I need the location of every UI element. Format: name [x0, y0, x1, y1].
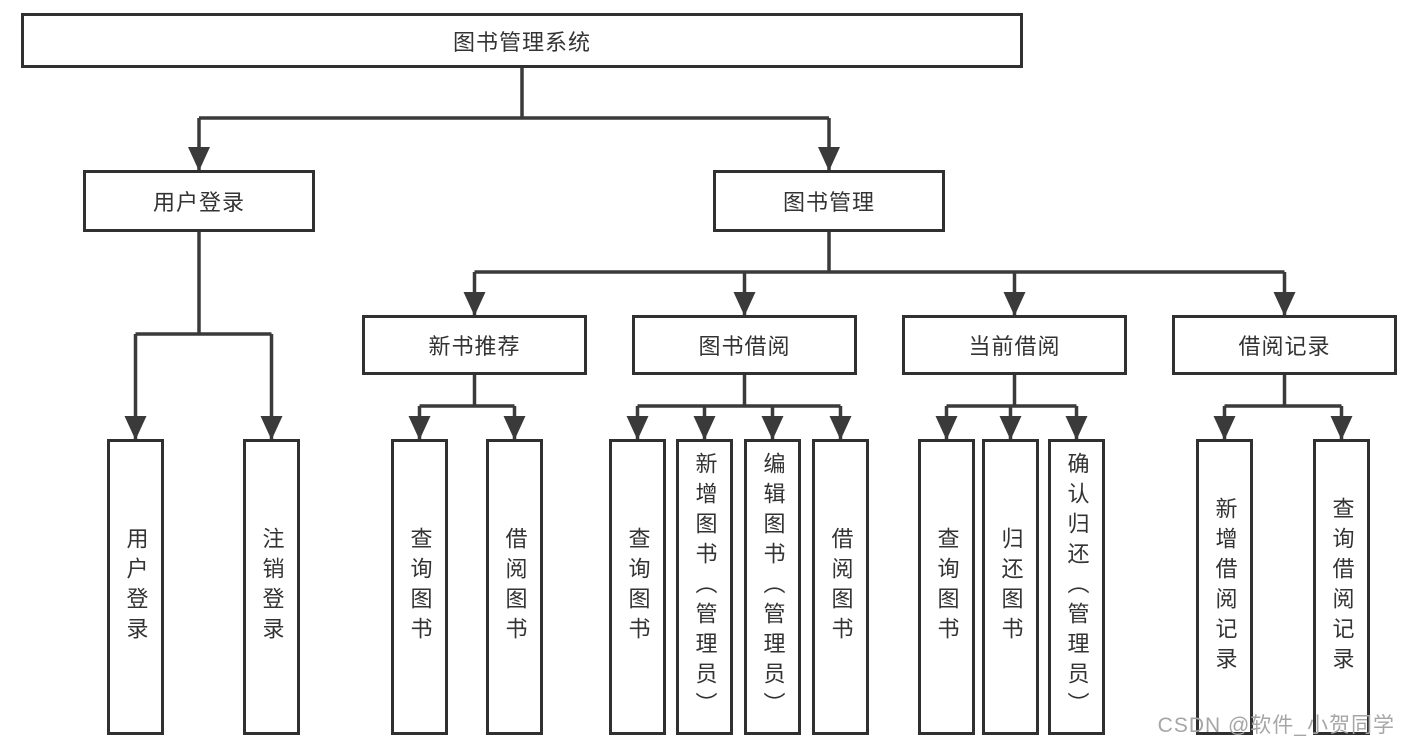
- node-new-book-recommendation: 新书推荐: [362, 315, 587, 375]
- leaf-query-books-recommend: 查询图书: [391, 439, 448, 735]
- leaf-user-login: 用户登录: [107, 439, 164, 735]
- leaf-logout: 注销登录: [243, 439, 300, 735]
- node-book-borrowing: 图书借阅: [632, 315, 857, 375]
- leaf-query-books-current: 查询图书: [918, 439, 975, 735]
- leaf-borrow-books: 借阅图书: [812, 439, 869, 735]
- leaf-borrow-books-recommend: 借阅图书: [486, 439, 543, 735]
- connector-book-management-branch: [463, 232, 1296, 316]
- csdn-watermark: CSDN @软件_小贺同学: [1157, 714, 1395, 737]
- leaf-confirm-return-admin: 确认归还（管理员）: [1048, 439, 1105, 735]
- connector-borrow-records-branch: [1213, 375, 1353, 440]
- connector-book-borrow-branch: [626, 375, 852, 440]
- leaf-edit-book-admin: 编辑图书（管理员）: [744, 439, 801, 735]
- node-book-management: 图书管理: [713, 170, 945, 232]
- leaf-query-borrow-record: 查询借阅记录: [1313, 439, 1370, 735]
- connector-user-login-branch: [124, 232, 283, 440]
- leaf-query-books-borrow: 查询图书: [609, 439, 666, 735]
- leaf-add-borrow-record: 新增借阅记录: [1196, 439, 1253, 735]
- connector-new-book-branch: [408, 375, 526, 440]
- node-borrowing-records: 借阅记录: [1172, 315, 1397, 375]
- connector-current-borrow-branch: [935, 375, 1088, 440]
- leaf-add-book-admin: 新增图书（管理员）: [676, 439, 733, 735]
- node-user-login: 用户登录: [83, 170, 315, 232]
- leaf-return-book: 归还图书: [982, 439, 1039, 735]
- node-current-borrowing: 当前借阅: [902, 315, 1127, 375]
- connector-root-to-level2: [188, 68, 840, 171]
- node-library-management-system: 图书管理系统: [21, 13, 1023, 68]
